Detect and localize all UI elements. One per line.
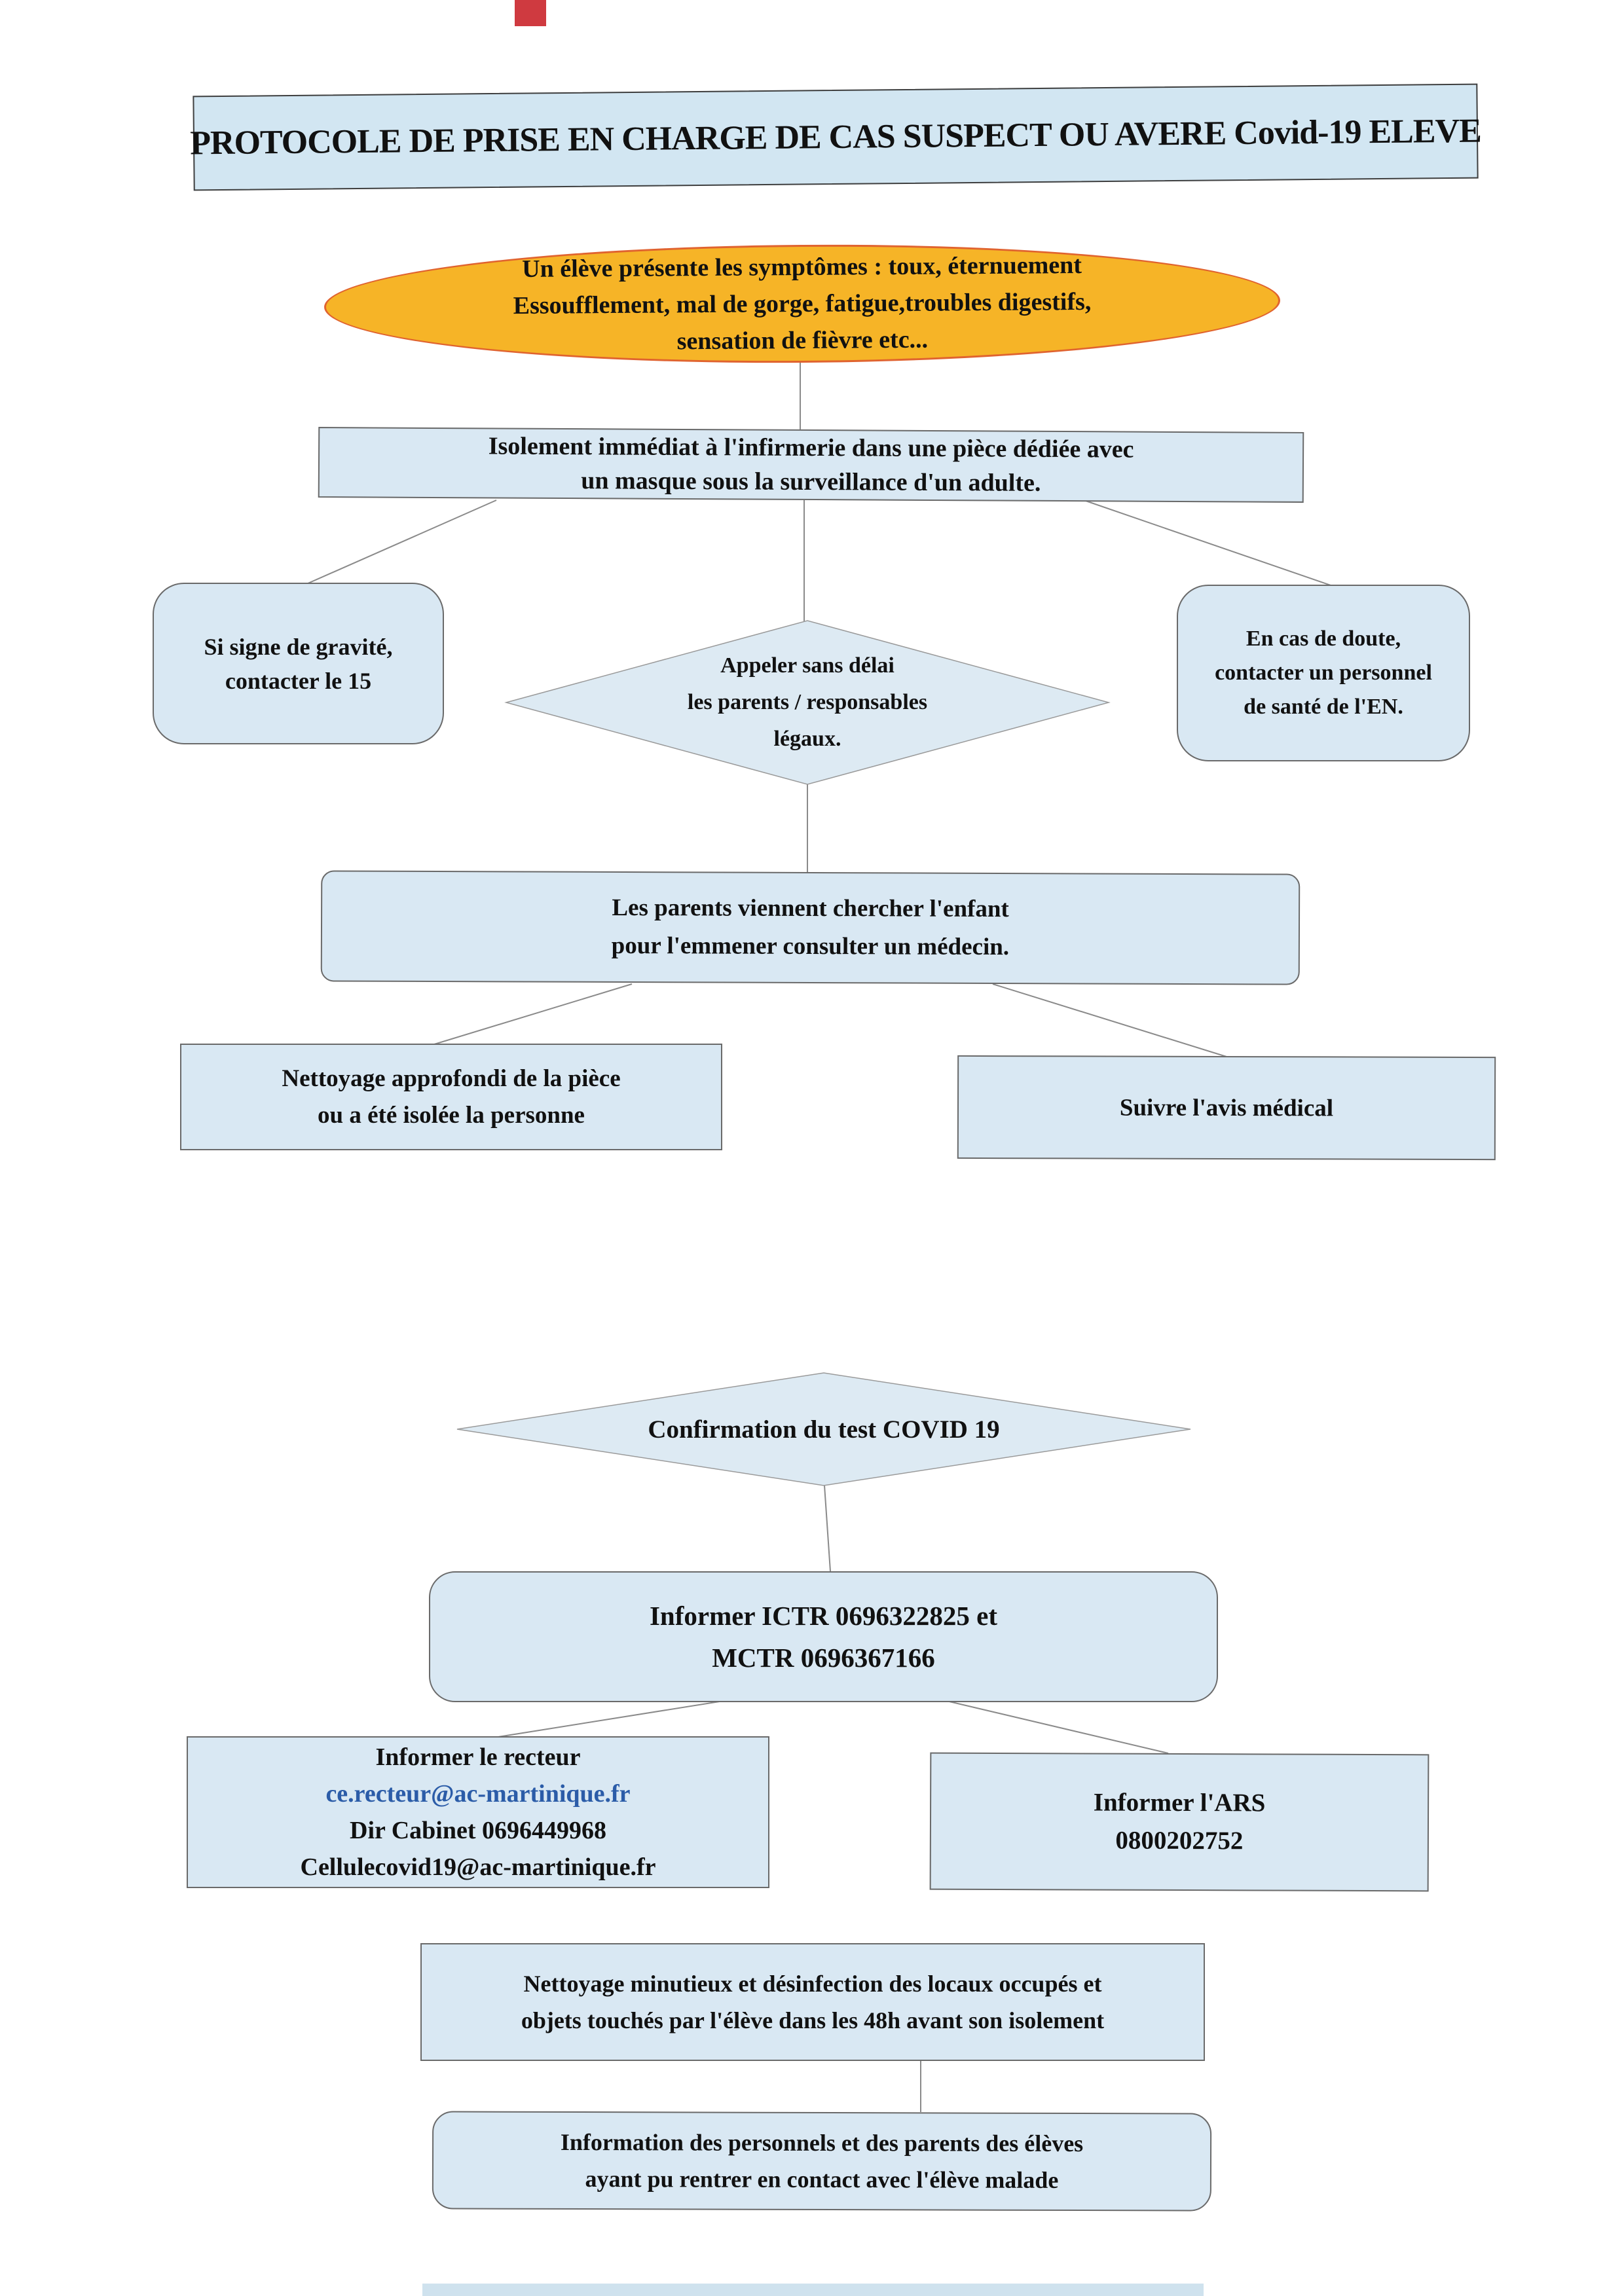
node-text-line: En cas de doute, bbox=[1246, 627, 1401, 651]
node-confirmation-diamond-label: Confirmation du test COVID 19 bbox=[457, 1373, 1190, 1485]
node-text-line: Informer l'ARS bbox=[1093, 1788, 1266, 1817]
node-parents: Les parents viennent chercher l'enfant p… bbox=[320, 870, 1301, 985]
connector-ictr-ars bbox=[929, 1696, 1169, 1754]
node-nettoyage-piece: Nettoyage approfondi de la pièce ou a ét… bbox=[180, 1044, 722, 1150]
page-title-text: PROTOCOLE DE PRISE EN CHARGE DE CAS SUSP… bbox=[189, 112, 1482, 162]
node-text-line: Isolement immédiat à l'infirmerie dans u… bbox=[488, 432, 1134, 464]
node-text-line: Un élève présente les symptômes : toux, … bbox=[522, 251, 1082, 283]
node-text-line: légaux. bbox=[773, 727, 841, 751]
node-text-line: Nettoyage approfondi de la pièce bbox=[282, 1065, 621, 1092]
node-informer-recteur: Informer le recteur ce.recteur@ac-martin… bbox=[187, 1736, 769, 1888]
connector-isolement-gravite bbox=[306, 500, 497, 585]
scan-mark-red bbox=[515, 0, 546, 26]
node-text-line: ou a été isolée la personne bbox=[318, 1101, 585, 1129]
connector-isolement-doute bbox=[1083, 500, 1333, 587]
node-text-line: les parents / responsables bbox=[687, 690, 928, 714]
connector-parents-avis bbox=[992, 983, 1227, 1057]
node-informer-ictr: Informer ICTR 0696322825 et MCTR 0696367… bbox=[429, 1571, 1218, 1702]
decision-diamond-confirmation bbox=[456, 1372, 1191, 1486]
node-text-line: Nettoyage minutieux et désinfection des … bbox=[523, 1971, 1102, 1997]
node-text-line: Si signe de gravité, bbox=[204, 633, 393, 660]
node-text-line: MCTR 0696367166 bbox=[712, 1643, 935, 1673]
page-title: PROTOCOLE DE PRISE EN CHARGE DE CAS SUSP… bbox=[189, 83, 1482, 191]
node-text-line: Appeler sans délai bbox=[720, 653, 895, 678]
node-appeler-diamond-label: Appeler sans délai les parents / respons… bbox=[506, 621, 1109, 784]
connector-confirmation-ictr bbox=[824, 1485, 831, 1572]
node-text-line: Suivre l'avis médical bbox=[1119, 1094, 1334, 1121]
recteur-email-link[interactable]: ce.recteur@ac-martinique.fr bbox=[325, 1780, 631, 1808]
node-text-line: Dir Cabinet 0696449968 bbox=[350, 1817, 606, 1844]
node-text-line: Informer ICTR 0696322825 et bbox=[649, 1601, 998, 1631]
node-isolement: Isolement immédiat à l'infirmerie dans u… bbox=[318, 427, 1304, 503]
node-information-personnels: Information des personnels et des parent… bbox=[432, 2111, 1212, 2212]
scan-mark-blue-strip bbox=[422, 2284, 1204, 2296]
node-text-line: pour l'emmener consulter un médecin. bbox=[611, 932, 1010, 961]
node-text-line: sensation de fièvre etc... bbox=[676, 325, 929, 355]
node-text-line: de santé de l'EN. bbox=[1244, 695, 1403, 719]
node-text-line: ayant pu rentrer en contact avec l'élève… bbox=[585, 2166, 1059, 2193]
node-text-line: contacter un personnel bbox=[1215, 661, 1432, 685]
connector-ictr-recteur bbox=[485, 1700, 724, 1740]
node-text-line: Information des personnels et des parent… bbox=[560, 2128, 1084, 2157]
node-text-line: Informer le recteur bbox=[375, 1743, 581, 1771]
node-text-line: objets touchés par l'élève dans les 48h … bbox=[521, 2007, 1105, 2033]
node-informer-ars: Informer l'ARS 0800202752 bbox=[929, 1752, 1430, 1892]
node-text-line: Confirmation du test COVID 19 bbox=[648, 1415, 1000, 1444]
node-doute: En cas de doute, contacter un personnel … bbox=[1177, 585, 1470, 761]
node-text-line: Cellulecovid19@ac-martinique.fr bbox=[300, 1853, 656, 1881]
connector-parents-nettoyage bbox=[432, 983, 633, 1046]
node-nettoyage-locaux: Nettoyage minutieux et désinfection des … bbox=[420, 1943, 1205, 2061]
decision-diamond-appeler bbox=[504, 620, 1111, 785]
node-text-line: Essoufflement, mal de gorge, fatigue,tro… bbox=[513, 287, 1092, 320]
node-text-line: un masque sous la surveillance d'un adul… bbox=[581, 467, 1041, 497]
node-text-line: 0800202752 bbox=[1115, 1826, 1244, 1855]
node-avis-medical: Suivre l'avis médical bbox=[957, 1055, 1496, 1161]
node-text-line: Les parents viennent chercher l'enfant bbox=[612, 894, 1009, 923]
node-gravite: Si signe de gravité, contacter le 15 bbox=[153, 583, 444, 744]
node-text-line: contacter le 15 bbox=[225, 667, 372, 694]
